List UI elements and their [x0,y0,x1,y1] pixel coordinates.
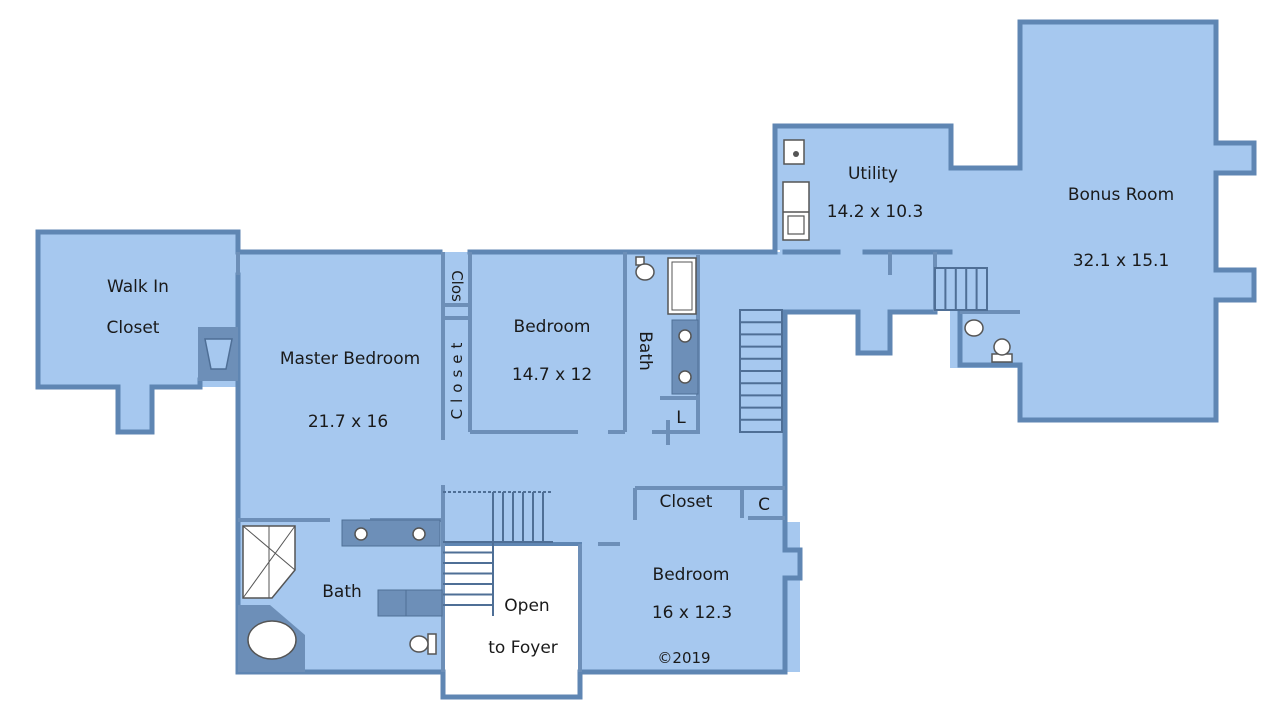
bonus-room-name: Bonus Room [1068,185,1174,205]
closet-c-label: C [758,495,770,515]
room-fills [38,22,1254,672]
interior-walls [236,252,1020,672]
walk-in-closet-label-1: Walk In [107,277,169,297]
exterior-walls [35,19,1257,700]
stairs-bonus [934,267,988,311]
master-bath-label: Bath [322,582,362,602]
stairs-east-treads [740,321,782,421]
stairs-foyer-treads [443,492,544,606]
bedroom-north-size: 14.7 x 12 [512,365,592,385]
vanity-north-icon [671,319,699,395]
tub-deck-icon [377,589,443,617]
open-to-foyer-label-2: to Foyer [488,638,558,658]
sink-bonus-icon [991,338,1013,363]
linen-label: L [676,408,686,428]
bedroom-north-name: Bedroom [514,317,591,337]
fireplace [198,327,238,381]
labels: Walk In Closet Master Bedroom 21.7 x 16 … [107,164,1175,667]
closet-vertical-label: Closet [448,337,466,420]
clos-small-label: Clos [448,270,466,302]
utility-name: Utility [848,164,898,184]
closet-south-label: Closet [660,492,713,512]
walk-in-closet-label-2: Closet [107,318,160,338]
vanity-master-icon [341,519,441,547]
master-bedroom-name: Master Bedroom [280,349,420,369]
stairs-foyer [443,491,553,616]
open-to-foyer-label-1: Open [504,596,549,616]
master-bedroom-size: 21.7 x 16 [308,412,388,432]
washer-dryer-icon [782,181,810,241]
toilet-bonus-icon [964,319,984,337]
bedroom-south-name: Bedroom [653,565,730,585]
bedroom-south-size: 16 x 12.3 [652,603,732,623]
toilet-master-icon [409,633,437,655]
utility-size: 14.2 x 10.3 [827,202,924,222]
copyright: ©2019 [657,649,710,667]
stairs-bonus-treads [944,268,978,310]
bonus-room-size: 32.1 x 15.1 [1073,251,1170,271]
soaking-tub-icon [238,605,305,672]
toilet-north-icon [635,256,655,281]
utility-sink-icon [783,139,805,165]
shower-icon [242,525,296,599]
bathtub-north-icon [667,257,697,315]
open-to-foyer-area [441,542,582,699]
bath-north-label: Bath [635,331,655,371]
